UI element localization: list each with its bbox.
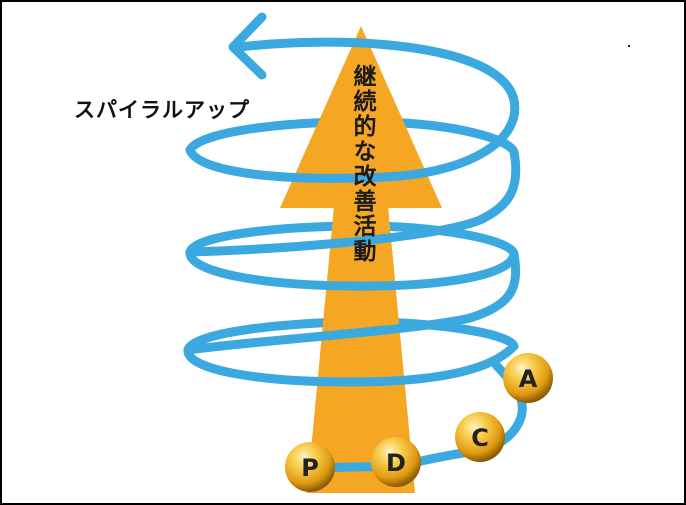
spiral-connector-2 [185, 247, 519, 291]
spiral-front-loop-3 [183, 341, 519, 387]
spiral-connector-3 [183, 249, 521, 355]
pdca-cycle: P D C A [285, 353, 553, 492]
arrow-label: 継続的な改善活動 [349, 64, 375, 264]
arrow-shaft [307, 206, 415, 493]
cycle-ball-c: C [455, 412, 505, 462]
cycle-letter-c: C [471, 424, 489, 452]
cycle-letter-d: D [386, 449, 406, 477]
top-arrow-head [228, 12, 267, 80]
cycle-ball-p: P [285, 442, 335, 492]
spiral-front-loop-1 [185, 145, 405, 183]
cycle-ball-a: A [503, 353, 553, 403]
stray-dot [628, 45, 630, 47]
spiral-up-caption: スパイラルアップ [74, 98, 250, 122]
cycle-ball-d: D [371, 437, 421, 487]
spiral-connector-1 [185, 147, 521, 257]
arrow-head [280, 26, 442, 208]
cycle-letter-p: P [301, 454, 319, 482]
improvement-arrow [280, 26, 442, 493]
spiral-top-arrow-curve [235, 37, 520, 181]
cycle-letter-a: A [519, 365, 538, 393]
